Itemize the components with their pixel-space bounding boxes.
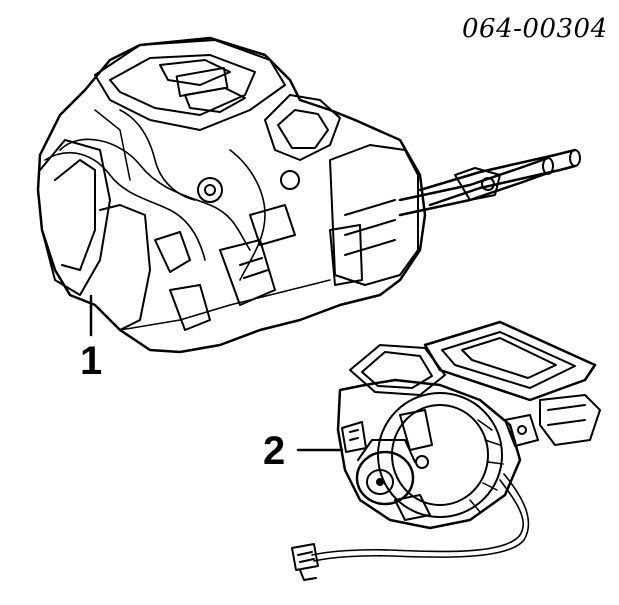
blower-motor-assembly-icon <box>291 320 601 581</box>
heater-core-housing-icon <box>36 36 581 354</box>
reference-code: 064-00304 <box>462 14 608 44</box>
callout-2: 2 <box>263 429 286 473</box>
callout-1: 1 <box>80 339 103 383</box>
